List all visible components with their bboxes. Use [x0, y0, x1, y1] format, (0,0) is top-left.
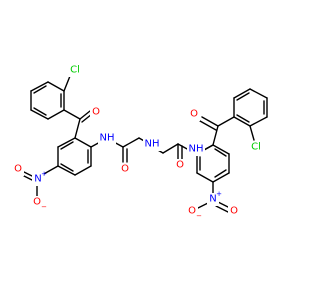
bond: [162, 143, 179, 154]
amine-nh-label: NH: [145, 139, 160, 150]
oxygen-atom-label: O: [176, 160, 184, 171]
bond: [215, 205, 229, 213]
chlorine-atom-label: Cl: [251, 142, 261, 153]
oxygen-atom-label: O: [190, 109, 198, 120]
bond: [214, 169, 227, 178]
bond: [249, 116, 268, 127]
bond: [74, 165, 92, 176]
oxygen-atom-label: O: [92, 107, 100, 118]
bond: [74, 118, 81, 139]
bond: [212, 144, 230, 155]
bond: [63, 109, 81, 120]
bond: [233, 116, 251, 127]
bond: [196, 172, 214, 183]
bond: [79, 110, 91, 120]
bond: [233, 88, 251, 99]
amide-nh-label: NH: [100, 133, 115, 144]
bond: [236, 92, 250, 101]
bond: [74, 137, 92, 148]
oxygen-atom-label: O: [121, 164, 129, 175]
oxygen-atom-label: O: [230, 206, 238, 217]
bond: [236, 114, 250, 123]
bond: [33, 107, 47, 116]
bond: [30, 109, 49, 120]
bond: [60, 141, 74, 150]
negative-charge-label: −: [196, 212, 202, 220]
bond: [60, 163, 74, 172]
bond: [212, 125, 219, 146]
oxygen-atom-label: O: [14, 164, 22, 175]
nitrogen-atom-label: N: [209, 194, 216, 205]
bond: [41, 165, 59, 176]
amide-nh-label: NH: [189, 144, 204, 155]
nitrogen-atom-label: N: [34, 174, 41, 185]
bond: [63, 75, 71, 92]
molecule-structure: Cl O NH O NH O NH O Cl N + O O: [12, 64, 268, 220]
negative-charge-label: −: [41, 203, 47, 211]
bond: [47, 109, 65, 120]
bond: [201, 116, 219, 127]
bond: [57, 137, 76, 148]
bond: [212, 172, 230, 183]
bond: [214, 148, 227, 157]
bond: [249, 125, 255, 141]
bond: [217, 116, 235, 127]
bond: [57, 165, 76, 176]
bond: [199, 120, 217, 131]
oxygen-atom-label: O: [33, 197, 41, 208]
bond: [47, 81, 65, 92]
oxygen-atom-label: O: [188, 206, 196, 217]
bond: [249, 88, 268, 99]
atom-label-layer: Cl O NH O NH O NH O Cl N + O O: [12, 64, 264, 220]
bond: [122, 137, 140, 148]
bond: [30, 81, 49, 92]
bond: [33, 85, 47, 94]
positive-charge-label: +: [41, 170, 47, 178]
chlorine-atom-label: Cl: [70, 65, 80, 76]
positive-charge-label: +: [216, 190, 222, 198]
